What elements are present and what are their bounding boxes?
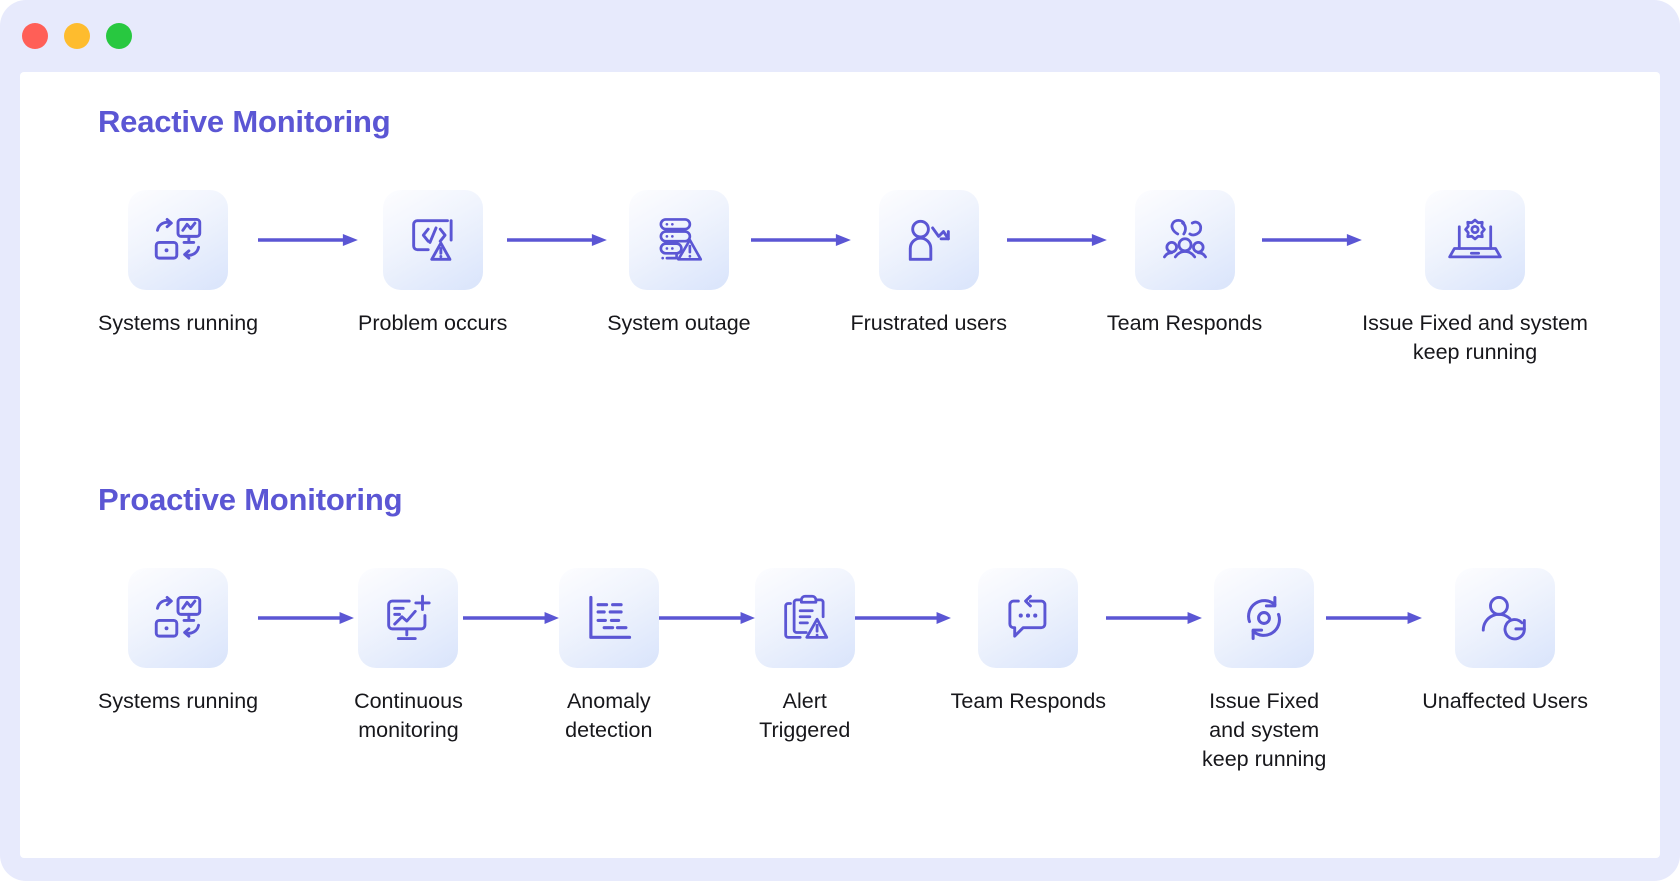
flow-arrow (1326, 568, 1423, 668)
systems-running-icon-tile (128, 190, 229, 290)
team-icon (1162, 218, 1207, 259)
monitor-add-icon (387, 594, 432, 640)
flow-step[interactable]: Frustrated users (850, 190, 1008, 338)
flow-step-label: Alert Triggered (759, 689, 851, 742)
arrow-right-icon (1262, 234, 1363, 246)
laptop-gear-icon (1448, 218, 1502, 259)
flow-arrow (658, 568, 755, 668)
arrow-right-icon (750, 234, 851, 246)
anomaly-chart-icon (589, 595, 631, 639)
flow-step-label: Systems running (98, 311, 259, 335)
flow-step[interactable]: Systems running (98, 190, 258, 338)
arrow-right-icon (1106, 612, 1202, 624)
section-title-proactive: Proactive Monitoring (98, 482, 403, 517)
user-refresh-icon (1481, 596, 1526, 641)
code-warning-icon-tile (382, 190, 483, 290)
systems-running-icon (154, 218, 202, 260)
user-refresh-icon-tile (1455, 568, 1556, 668)
flow-step[interactable]: Unaffected Users (1422, 568, 1588, 716)
flow-step[interactable]: Team Responds (1107, 190, 1262, 338)
flow-step[interactable]: Problem occurs (358, 190, 507, 338)
arrow-right-icon (462, 612, 559, 624)
flow-step-label: Systems running (98, 689, 259, 713)
window-titlebar (0, 0, 1680, 72)
arrow-right-icon (854, 612, 951, 624)
systems-running-icon-tile (128, 568, 229, 668)
systems-running-icon (154, 596, 202, 638)
flow-step[interactable]: Alert Triggered (754, 568, 855, 745)
flow-step[interactable]: Continuous monitoring (354, 568, 463, 745)
flow-step[interactable]: Systems running (98, 568, 258, 716)
flow-step-label: Problem occurs (358, 311, 508, 335)
maximize-button[interactable] (106, 23, 132, 49)
flow-arrow (1262, 190, 1363, 290)
flow-arrow (1007, 190, 1107, 290)
minimize-button[interactable] (64, 23, 90, 49)
flow-step-label: Unaffected Users (1422, 689, 1588, 713)
section-title-reactive: Reactive Monitoring (98, 104, 391, 139)
clipboard-warning-icon-tile (754, 568, 855, 668)
arrow-right-icon (658, 612, 755, 624)
flow-arrow (1106, 568, 1202, 668)
arrow-right-icon (1007, 234, 1107, 246)
flow-step[interactable]: System outage (607, 190, 751, 338)
flow-step[interactable]: Team Responds (951, 568, 1106, 716)
flow-reactive: Systems running (98, 190, 1588, 367)
server-warning-icon-tile (628, 190, 729, 290)
flow-arrow (750, 190, 851, 290)
flow-step-label: Anomaly detection (565, 689, 653, 742)
flow-step-label: Issue Fixed and system keep running (1201, 689, 1327, 771)
flow-proactive: Systems running (98, 568, 1588, 774)
server-warning-icon (659, 218, 703, 261)
flow-arrow (462, 568, 559, 668)
team-icon-tile (1134, 190, 1235, 290)
laptop-gear-icon-tile (1425, 190, 1526, 290)
flow-step-label: Team Responds (950, 689, 1107, 713)
sync-cycle-icon (1247, 595, 1282, 641)
flow-arrow (854, 568, 951, 668)
arrow-right-icon (507, 234, 608, 246)
flow-step[interactable]: Anomaly detection (558, 568, 659, 745)
arrow-right-icon (258, 234, 358, 246)
code-warning-icon (411, 219, 453, 261)
chat-reply-icon-tile (978, 568, 1079, 668)
flow-arrow (258, 190, 358, 290)
clipboard-warning-icon (784, 594, 828, 639)
sync-cycle-icon-tile (1214, 568, 1315, 668)
anomaly-chart-icon-tile (558, 568, 659, 668)
flow-arrow (507, 190, 608, 290)
frustrated-user-icon (908, 219, 950, 261)
chat-reply-icon (1008, 594, 1047, 638)
flow-step-label: Issue Fixed and system keep running (1362, 311, 1588, 364)
frustrated-user-icon-tile (878, 190, 979, 290)
close-button[interactable] (22, 23, 48, 49)
flow-step-label: System outage (607, 311, 751, 335)
diagram-canvas: Reactive Monitoring (20, 72, 1660, 858)
flow-step-label: Team Responds (1106, 311, 1263, 335)
flow-arrow (258, 568, 355, 668)
flow-step-label: Frustrated users (850, 311, 1008, 335)
flow-step[interactable]: Issue Fixed and system keep running (1362, 190, 1588, 367)
arrow-right-icon (1326, 612, 1423, 624)
arrow-right-icon (258, 612, 355, 624)
flow-step-label: Continuous monitoring (354, 689, 463, 742)
flow-step[interactable]: Issue Fixed and system keep running (1202, 568, 1326, 774)
monitor-add-icon-tile (358, 568, 459, 668)
